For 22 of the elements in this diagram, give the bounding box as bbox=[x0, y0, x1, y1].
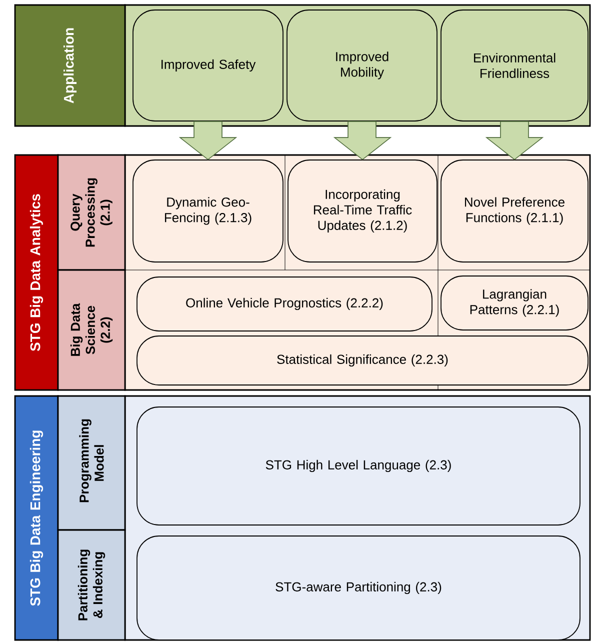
topic-box: STG-aware Partitioning (2.3) bbox=[136, 536, 580, 640]
topic-box: Incorporating Real-Time Traffic Updates (2.1.2) bbox=[288, 160, 438, 262]
layer-label: STG Big Data Engineering bbox=[14, 395, 59, 641]
block-arrow bbox=[485, 121, 544, 160]
node-label: Statistical Significance (2.2.3) bbox=[277, 354, 448, 367]
goal-box: Improved Safety bbox=[132, 10, 284, 122]
topic-box: Lagrangian Patterns (2.2.1) bbox=[440, 276, 588, 330]
goal-box: Environmental Friendliness bbox=[440, 10, 588, 122]
topic-box: Dynamic Geo-Fencing (2.1.3) bbox=[132, 160, 284, 262]
topic-box: STG High Level Language (2.3) bbox=[136, 406, 580, 526]
sublayer-label: Query Processing (2.1) bbox=[57, 154, 126, 271]
topic-box: Statistical Significance (2.2.3) bbox=[136, 336, 588, 386]
sublayer-label: Partitioning & Indexing bbox=[57, 529, 126, 641]
sublayer-label: Big Data Science (2.2) bbox=[57, 269, 126, 391]
topic-box: Online Vehicle Prognostics (2.2.2) bbox=[136, 276, 432, 332]
layer-label: Application bbox=[14, 4, 126, 127]
goal-box: Improved Mobility bbox=[286, 10, 438, 122]
topic-box: Novel Preference Functions (2.1.1) bbox=[440, 160, 588, 262]
block-arrow bbox=[333, 121, 392, 160]
layer-label: STG Big Data Analytics bbox=[14, 154, 59, 391]
sublayer-label: Programming Model bbox=[57, 395, 126, 531]
block-arrow bbox=[178, 121, 238, 160]
